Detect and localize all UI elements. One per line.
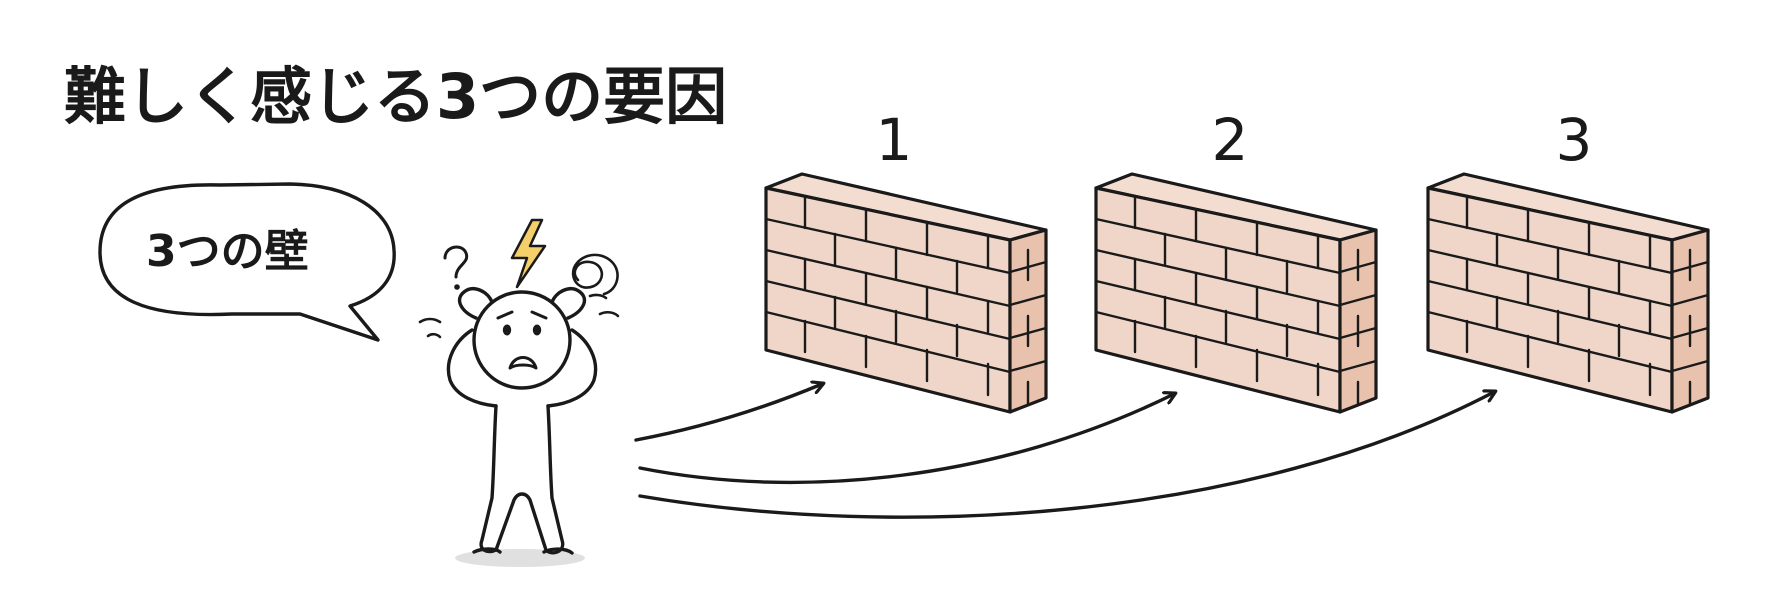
brick-wall-3: 3 — [1426, 106, 1710, 414]
wall-number-2: 2 — [1212, 106, 1249, 174]
brick-wall-icon — [764, 172, 1048, 414]
brick-wall-icon — [1094, 172, 1378, 414]
head — [472, 290, 572, 390]
curved-arrow-icon — [638, 394, 1174, 485]
confused-stick-figure-icon — [418, 218, 620, 567]
page-title: 難しく感じる3つの要因 — [64, 60, 727, 133]
brick-wall-1: 1 — [764, 106, 1048, 414]
brick-wall-icon — [1426, 172, 1710, 414]
lightning-bolt-icon — [510, 218, 547, 289]
wall-number-1: 1 — [876, 106, 913, 174]
speech-bubble: 3つの壁 — [98, 182, 396, 342]
question-mark-icon — [443, 245, 469, 290]
curved-arrow-icon — [638, 392, 1494, 519]
wall-number-3: 3 — [1556, 106, 1593, 174]
dizzy-swirl-icon — [571, 253, 619, 296]
curved-arrow-icon — [634, 384, 822, 442]
curved-arrows — [634, 384, 1494, 519]
speech-bubble-text: 3つの壁 — [146, 226, 309, 277]
brick-wall-2: 2 — [1094, 106, 1378, 414]
